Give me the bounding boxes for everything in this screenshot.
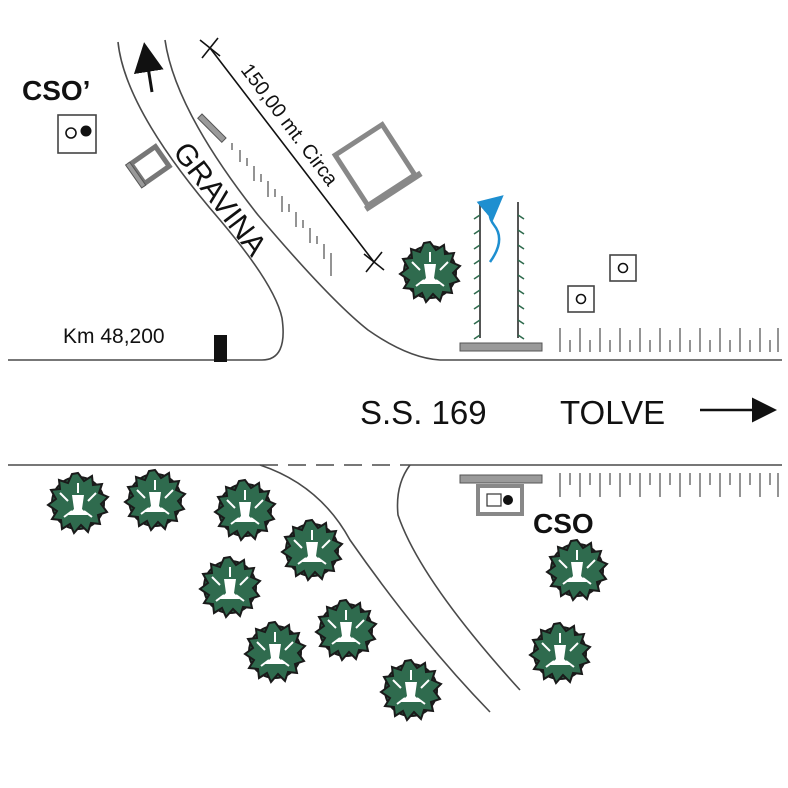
sign-icon-right-2 — [567, 285, 595, 313]
tree-icon — [399, 241, 461, 303]
barrier-bar — [197, 113, 227, 143]
cso-bottom-label: CSO — [533, 508, 594, 539]
tolve-label: TOLVE — [560, 394, 665, 431]
arrow-up-icon — [133, 42, 164, 93]
cso-top-sign-icon — [57, 114, 97, 154]
distance-label: 150,00 mt. Circa — [236, 60, 342, 191]
km-post — [214, 335, 227, 362]
tree-icon — [281, 519, 343, 581]
gravina-label: GRAVINA — [166, 136, 272, 262]
sign-icon-right-1 — [609, 254, 637, 282]
tree-icon — [244, 621, 306, 683]
road-name-label: S.S. 169 — [360, 394, 487, 431]
sign-icon — [124, 143, 173, 189]
hatch-marks-right-top — [559, 328, 779, 352]
tree-icon — [124, 469, 186, 531]
hatch-marks-right-bottom — [559, 473, 779, 497]
cso-bottom-sign-icon — [459, 474, 543, 516]
tree-icon — [199, 556, 261, 618]
hatch-marks-top — [231, 143, 332, 276]
building-outline — [331, 121, 423, 212]
tree-icon — [380, 659, 442, 721]
entry-lane — [459, 202, 543, 352]
cso-top-label: CSO’ — [22, 75, 90, 106]
tree-icon — [214, 479, 276, 541]
tree-icon — [47, 472, 109, 534]
wavy-arrow-icon — [476, 195, 504, 263]
tree-icon — [315, 599, 377, 661]
tree-icon — [529, 622, 591, 684]
gravina-road — [117, 39, 441, 361]
distance-measure — [199, 37, 385, 273]
tree-icon — [546, 539, 608, 601]
km-label: Km 48,200 — [63, 325, 165, 348]
lower-branch-road — [259, 464, 521, 713]
